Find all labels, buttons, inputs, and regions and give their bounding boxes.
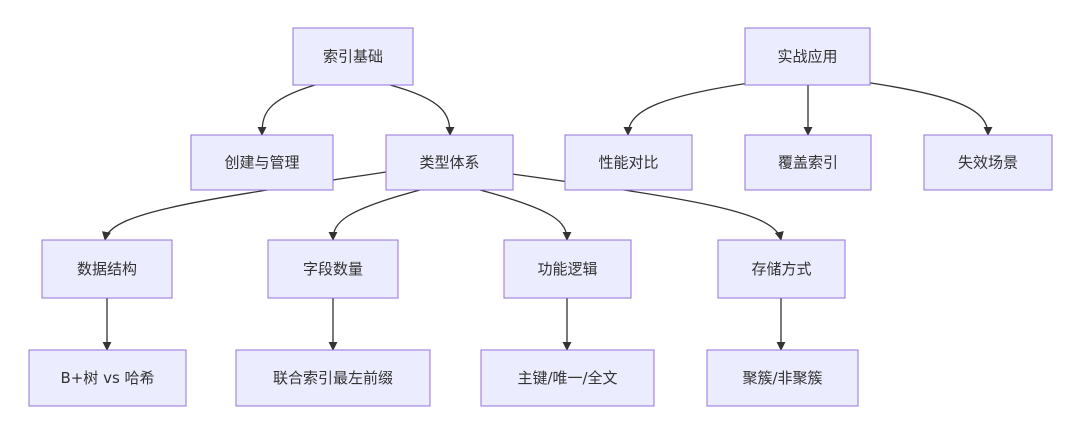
node-covering-index[interactable]: 覆盖索引 — [744, 134, 872, 191]
node-primary-unique-fulltext[interactable]: 主键/唯一/全文 — [480, 349, 655, 407]
edge-index-basics-to-create-and-manage — [257, 84, 316, 136]
node-label: 存储方式 — [751, 260, 811, 278]
node-label: 索引基础 — [323, 48, 383, 66]
node-type-system[interactable]: 类型体系 — [385, 134, 514, 191]
node-label: 数据结构 — [77, 260, 137, 278]
node-label: 联合索引最左前缀 — [273, 369, 393, 387]
node-btree-vs-hash[interactable]: B+树 vs 哈希 — [28, 349, 187, 407]
edge-practical-to-failure — [849, 79, 993, 136]
node-label: 功能逻辑 — [537, 260, 597, 278]
node-label: 类型体系 — [419, 154, 479, 172]
node-composite-index-leftmost-prefix[interactable]: 联合索引最左前缀 — [235, 349, 431, 407]
node-practical-application[interactable]: 实战应用 — [744, 27, 871, 86]
node-failure-scenarios[interactable]: 失效场景 — [923, 134, 1053, 191]
node-label: 失效场景 — [958, 154, 1018, 172]
edge-type-system-to-functional-logic — [479, 189, 572, 241]
node-create-and-manage[interactable]: 创建与管理 — [190, 134, 334, 191]
node-label: 字段数量 — [303, 260, 363, 278]
edges — [101, 79, 993, 351]
node-clustered-nonclustered[interactable]: 聚簇/非聚簇 — [706, 349, 859, 407]
node-label: 创建与管理 — [224, 154, 299, 172]
node-label: 聚簇/非聚簇 — [742, 369, 822, 387]
node-storage-method[interactable]: 存储方式 — [717, 239, 846, 299]
node-label: 覆盖索引 — [778, 154, 838, 172]
edge-practical-to-performance — [623, 79, 771, 136]
node-field-count[interactable]: 字段数量 — [267, 239, 399, 299]
node-label: 性能对比 — [598, 154, 658, 172]
node-label: 实战应用 — [777, 48, 837, 66]
node-data-structure[interactable]: 数据结构 — [41, 239, 173, 299]
node-functional-logic[interactable]: 功能逻辑 — [503, 239, 632, 299]
node-index-basics[interactable]: 索引基础 — [292, 27, 414, 86]
node-label: B+树 vs 哈希 — [60, 369, 154, 387]
edge-type-system-to-field-count — [328, 189, 421, 241]
node-label: 主键/唯一/全文 — [517, 369, 617, 387]
node-performance-comparison[interactable]: 性能对比 — [564, 134, 693, 191]
edge-index-basics-to-type-system — [389, 84, 455, 136]
